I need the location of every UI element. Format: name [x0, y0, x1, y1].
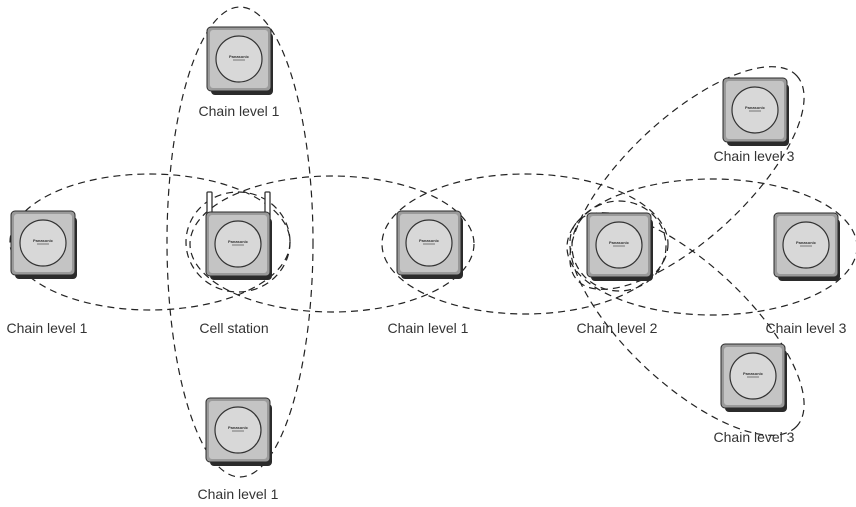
svg-text:Panasonic: Panasonic [228, 239, 249, 244]
label-cell-station: Cell station [199, 320, 268, 336]
label-level2: Chain level 2 [577, 320, 658, 336]
svg-text:Panasonic: Panasonic [228, 425, 249, 430]
device-icon-middle: Panasonic [396, 210, 464, 280]
range-zones [9, 6, 856, 478]
label-lower-right: Chain level 3 [714, 429, 795, 445]
device-icon-level2: Panasonic [586, 212, 654, 282]
svg-text:Panasonic: Panasonic [745, 105, 766, 110]
range-zone-level2-to-right [566, 178, 856, 316]
label-bottom: Chain level 1 [198, 486, 279, 502]
label-top: Chain level 1 [199, 103, 280, 119]
label-right: Chain level 3 [766, 320, 847, 336]
device-icon-right: Panasonic [773, 212, 841, 282]
label-left: Chain level 1 [7, 320, 88, 336]
svg-text:Panasonic: Panasonic [609, 240, 630, 245]
device-icon-upper-right: Panasonic [722, 77, 790, 147]
range-zone-level2-to-upper-right [569, 66, 805, 290]
device-icon-left: Panasonic [10, 210, 78, 280]
range-zone-level2 [571, 200, 667, 292]
svg-text:Panasonic: Panasonic [796, 240, 817, 245]
svg-text:Panasonic: Panasonic [419, 238, 440, 243]
device-icon-cell-station: Panasonic [205, 211, 273, 281]
range-zone-middle [189, 175, 475, 313]
label-upper-right: Chain level 3 [714, 148, 795, 164]
svg-text:Panasonic: Panasonic [743, 371, 764, 376]
range-zone-cell-station-vertical [166, 6, 314, 478]
svg-text:Panasonic: Panasonic [33, 238, 54, 243]
device-icon-bottom: Panasonic [205, 397, 273, 467]
device-icon-lower-right: Panasonic [720, 343, 788, 413]
range-zone-middle-to-level2 [381, 173, 669, 315]
range-zone-level2-to-lower-right [569, 212, 805, 436]
range-zone-cell-station-horizontal [9, 173, 291, 311]
svg-text:Panasonic: Panasonic [229, 54, 250, 59]
device-icon-top: Panasonic [206, 26, 274, 96]
label-middle: Chain level 1 [388, 320, 469, 336]
